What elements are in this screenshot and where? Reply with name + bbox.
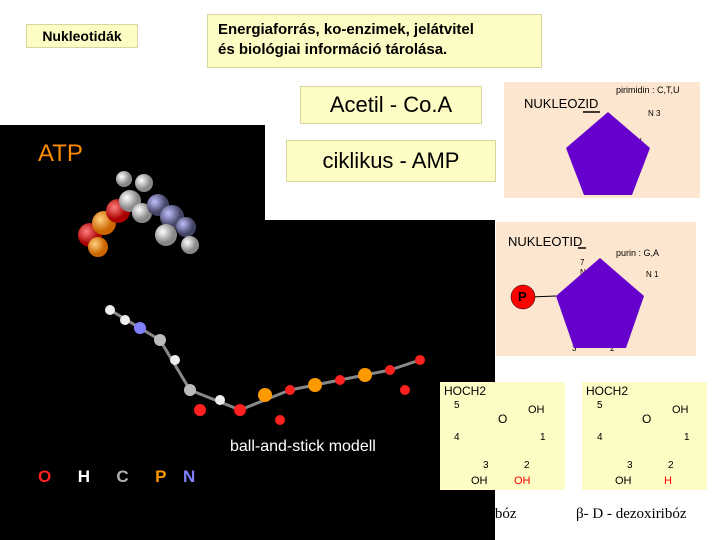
nukleotid-n1: N 1: [646, 270, 659, 279]
nukleozid-n3: N 3: [648, 109, 661, 118]
deoxyribose-c3: 3: [627, 460, 633, 471]
legend-nitrogen: N: [182, 467, 196, 486]
ribose-caption: β- D - ribóz: [446, 506, 517, 522]
nukleotid-7: 7: [580, 258, 585, 267]
acetil-coa-label: Acetil - Co.A: [300, 86, 482, 124]
title-line1: Energiaforrás, ko-enzimek, jelátvitel: [218, 21, 474, 38]
deoxyribose-oh3: OH: [615, 475, 632, 487]
deoxyribose-c1: 1: [684, 432, 690, 443]
molecule-image-area-lower: [0, 220, 495, 540]
deoxyribose-c4: 4: [597, 432, 603, 443]
legend-oxygen: O: [38, 467, 52, 486]
ribose-hoch2: HOCH2: [444, 384, 487, 398]
deoxyribose-c2: 2: [668, 460, 674, 471]
ribose-c3: 3: [483, 460, 489, 471]
ribose-oh3: OH: [471, 475, 488, 487]
pirimidin-label: pirimidin : C,T,U: [616, 85, 680, 95]
nukleozid-title: NUKLEOZID: [524, 96, 599, 111]
ciklikus-amp-label: ciklikus - AMP: [286, 140, 496, 182]
ribose-oh2: OH: [514, 475, 531, 487]
ribose-c2: 2: [524, 460, 530, 471]
space-filling-model: [78, 171, 199, 257]
title-box: Energiaforrás, ko-enzimek, jelátvitel és…: [207, 14, 542, 68]
atp-label: ATP: [38, 140, 83, 167]
deoxyribose-oh-top: OH: [672, 404, 689, 416]
ribose-c1: 1: [540, 432, 546, 443]
legend-hydrogen: H: [77, 467, 90, 486]
ribose-c5: 5: [454, 400, 460, 411]
phosphate-label: P: [518, 289, 527, 304]
deoxyribose-box: [582, 382, 707, 490]
nukleotidak-tag: Nukleotidák: [26, 24, 138, 48]
nukleotid-pentagon: [556, 258, 644, 348]
deoxyribose-h2: H: [664, 475, 672, 487]
legend-phosphorus: P: [155, 467, 167, 486]
nukleotid-title: NUKLEOTID: [508, 234, 583, 249]
purin-label: purin : G,A: [616, 248, 660, 258]
nukleotid-c2: 2: [610, 344, 615, 353]
nukleotid-7n: N: [580, 268, 586, 277]
legend-carbon: C: [116, 467, 129, 486]
ribose-oh-top: OH: [528, 404, 545, 416]
nukleozid-pentagon: [566, 112, 650, 195]
deoxyribose-o: O: [642, 412, 652, 426]
deoxyribose-c5: 5: [597, 400, 603, 411]
ball-and-stick-model: [105, 305, 425, 425]
space-filling-label: space-filling modell: [80, 266, 217, 283]
phosphate-circle: [510, 284, 536, 310]
atom-legend: O H C P N: [38, 467, 217, 487]
deoxyribose-hoch2: HOCH2: [586, 384, 629, 398]
ribose-box: [440, 382, 565, 490]
title-line2: és biológiai információ tárolása.: [218, 41, 448, 58]
ribose-c4: 4: [454, 432, 460, 443]
ball-and-stick-label: ball-and-stick modell: [230, 438, 376, 455]
nukleotid-c3: 3: [572, 344, 577, 353]
deoxyribose-caption: β- D - dezoxiribóz: [576, 506, 687, 522]
ribose-o: O: [498, 412, 508, 426]
